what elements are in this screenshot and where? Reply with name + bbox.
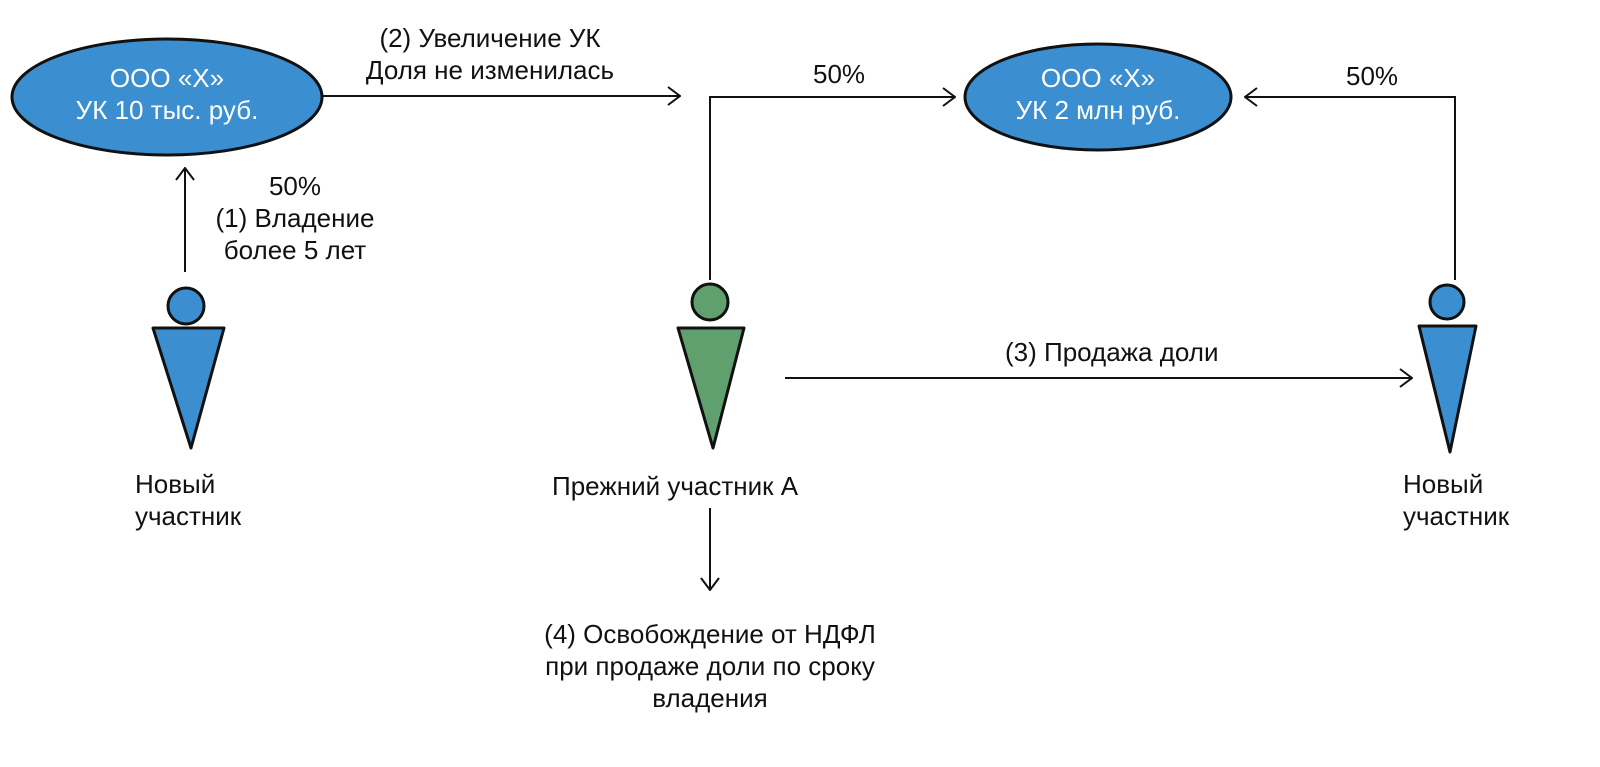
step2-line2: Доля не изменилась bbox=[365, 55, 615, 85]
step4-line2: при продаже доли по сроку bbox=[545, 651, 875, 681]
person-left-line2: участник bbox=[135, 501, 242, 531]
company-left-name: ООО «Х» bbox=[109, 63, 225, 93]
company-left-capital: УК 10 тыс. руб. bbox=[75, 95, 259, 125]
step2-label: (2) Увеличение УК Доля не изменилась bbox=[320, 22, 660, 86]
company-right-capital: УК 2 млн руб. bbox=[1015, 95, 1181, 125]
step4-line1: (4) Освобождение от НДФЛ bbox=[544, 619, 876, 649]
person-right-label: Новый участник bbox=[1403, 468, 1509, 532]
share-right: 50% bbox=[1346, 61, 1399, 91]
person-right-line1: Новый bbox=[1403, 469, 1484, 499]
step4-label: (4) Освобождение от НДФЛ при продаже дол… bbox=[480, 618, 940, 714]
company-right-node bbox=[963, 42, 1233, 152]
person-middle-label: Прежний участник А bbox=[552, 471, 799, 501]
arrow-new-to-company bbox=[1245, 97, 1456, 280]
company-right-label: ООО «Х» УК 2 млн руб. bbox=[968, 62, 1228, 126]
company-right-name: ООО «Х» bbox=[1040, 63, 1156, 93]
step1-label: 50% (1) Владение более 5 лет bbox=[195, 170, 395, 266]
company-left-label: ООО «Х» УК 10 тыс. руб. bbox=[37, 62, 297, 126]
person-right-line2: участник bbox=[1403, 501, 1510, 531]
share-middle: 50% bbox=[813, 59, 866, 89]
person-icon-middle bbox=[676, 282, 746, 450]
step1-line2: более 5 лет bbox=[223, 235, 367, 265]
step2-line1: (2) Увеличение УК bbox=[379, 23, 601, 53]
arrow-former-to-company bbox=[709, 97, 955, 280]
step4-line3: владения bbox=[652, 683, 768, 713]
step1-share: 50% bbox=[268, 171, 322, 201]
step1-line1: (1) Владение bbox=[215, 203, 375, 233]
step3-label: (3) Продажа доли bbox=[1005, 337, 1219, 367]
person-icon-right bbox=[1417, 283, 1478, 454]
person-icon-left bbox=[151, 286, 226, 450]
person-left-line1: Новый bbox=[135, 469, 216, 499]
person-left-label: Новый участник bbox=[135, 468, 241, 532]
